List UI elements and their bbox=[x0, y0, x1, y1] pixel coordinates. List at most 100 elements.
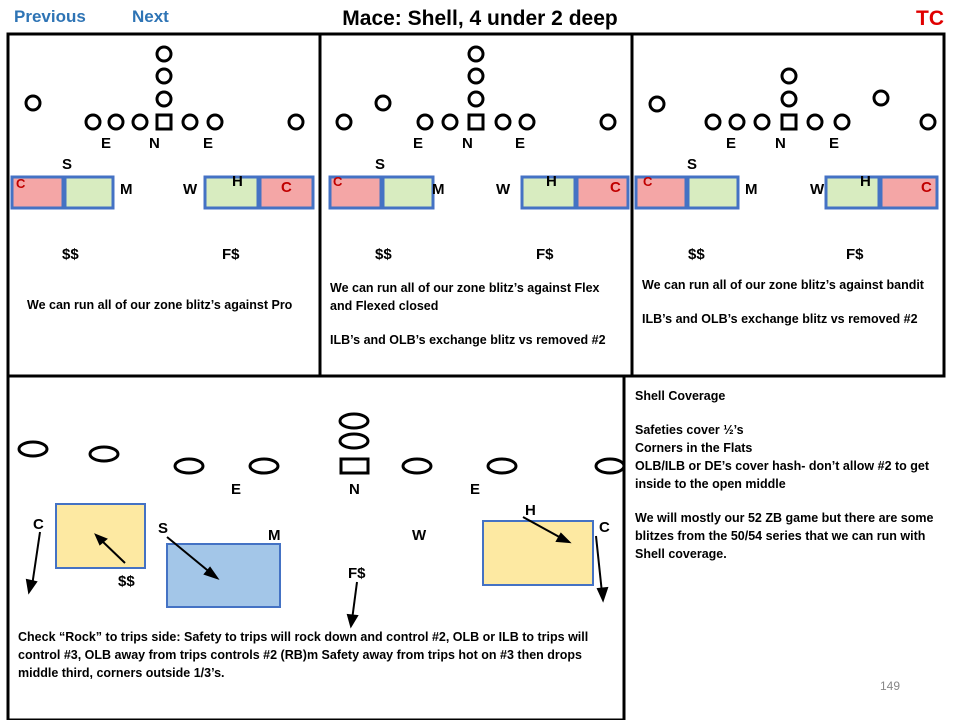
label-s: S bbox=[687, 156, 698, 173]
player-center bbox=[339, 457, 370, 475]
player-receiver bbox=[919, 113, 937, 131]
previous-link[interactable]: Previous bbox=[14, 7, 86, 26]
zone-hook-left bbox=[166, 543, 281, 608]
player-center bbox=[467, 113, 485, 131]
player-tackle bbox=[84, 113, 102, 131]
arrow-corner-right bbox=[595, 535, 603, 594]
player-center bbox=[780, 113, 798, 131]
shell-line: OLB/ILB or DE’s cover hash- don’t allow … bbox=[635, 459, 930, 491]
shell-heading: Shell Coverage bbox=[635, 389, 726, 403]
label-s: S bbox=[62, 156, 73, 173]
label-h: H bbox=[546, 173, 557, 190]
label-m: M bbox=[432, 181, 445, 198]
player-qb bbox=[338, 412, 370, 430]
offense-panel-2 bbox=[335, 45, 617, 131]
label-nose: N bbox=[775, 135, 786, 152]
player-qb bbox=[467, 45, 485, 63]
label-free-safety: F$ bbox=[846, 246, 864, 263]
corner-tag: TC bbox=[916, 7, 944, 30]
player-tackle bbox=[173, 457, 205, 475]
arrow-head bbox=[25, 578, 38, 595]
label-c-left: C bbox=[16, 176, 26, 191]
note-line: Check “Rock” to trips side: Safety to tr… bbox=[18, 630, 589, 680]
offense-bottom bbox=[17, 412, 626, 475]
arrow-head bbox=[596, 586, 609, 603]
label-end-right: E bbox=[470, 481, 481, 498]
offense-panel-3 bbox=[648, 67, 937, 131]
zones-panel-2 bbox=[328, 175, 630, 210]
player-guard bbox=[494, 113, 512, 131]
label-nose: N bbox=[149, 135, 160, 152]
arrow-head bbox=[555, 532, 572, 544]
panel-2-notes: We can run all of our zone blitz’s again… bbox=[330, 279, 615, 349]
zone-safety-left bbox=[63, 175, 115, 210]
label-c-right: C bbox=[599, 519, 610, 536]
arrow-corner-left bbox=[31, 531, 41, 587]
player-center bbox=[155, 113, 173, 131]
player-back bbox=[467, 90, 485, 108]
zones-panel-3 bbox=[634, 175, 939, 210]
zones-bottom bbox=[55, 503, 594, 608]
player-back bbox=[780, 90, 798, 108]
label-c-left: C bbox=[333, 174, 343, 189]
player-tackle bbox=[833, 113, 851, 131]
player-guard bbox=[107, 113, 125, 131]
player-back bbox=[338, 432, 370, 450]
label-free-safety: F$ bbox=[536, 246, 554, 263]
zone-corner-right bbox=[575, 175, 630, 210]
arrow-safety-left bbox=[100, 539, 126, 564]
player-receiver bbox=[648, 95, 666, 113]
label-free-safety: F$ bbox=[348, 565, 366, 582]
player-guard bbox=[753, 113, 771, 131]
player-qb bbox=[155, 45, 173, 63]
shell-line: We will mostly our 52 ZB game but there … bbox=[635, 511, 934, 561]
shell-line: Corners in the Flats bbox=[635, 441, 753, 455]
arrow-head bbox=[203, 566, 220, 580]
label-c-left: C bbox=[33, 516, 44, 533]
zone-corner-right bbox=[879, 175, 939, 210]
note-line: ILB’s and OLB’s exchange blitz vs remove… bbox=[330, 333, 606, 347]
label-free-safety: F$ bbox=[222, 246, 240, 263]
panel-3-notes: We can run all of our zone blitz’s again… bbox=[642, 276, 932, 328]
offense-panel-1 bbox=[24, 45, 305, 131]
arrow-free-safety bbox=[351, 581, 358, 621]
next-link[interactable]: Next bbox=[132, 7, 169, 26]
label-end-left: E bbox=[101, 135, 112, 152]
shell-coverage-text: Shell Coverage Safeties cover ½’s Corner… bbox=[635, 387, 935, 563]
player-receiver bbox=[599, 113, 617, 131]
shell-line: Safeties cover ½’s bbox=[635, 423, 744, 437]
player-receiver bbox=[594, 457, 626, 475]
note-line: We can run all of our zone blitz’s again… bbox=[27, 298, 293, 312]
arrow-head bbox=[346, 613, 359, 629]
player-qb bbox=[780, 67, 798, 85]
label-w: W bbox=[496, 181, 511, 198]
label-m: M bbox=[268, 527, 281, 544]
label-h: H bbox=[860, 173, 871, 190]
note-line: ILB’s and OLB’s exchange blitz vs remove… bbox=[642, 312, 918, 326]
label-h: H bbox=[525, 502, 536, 519]
label-end-left: E bbox=[726, 135, 737, 152]
label-end-right: E bbox=[829, 135, 840, 152]
label-c-right: C bbox=[921, 179, 932, 196]
label-s: S bbox=[158, 520, 169, 537]
arrow-head bbox=[94, 533, 108, 546]
label-m: M bbox=[120, 181, 133, 198]
player-back bbox=[467, 67, 485, 85]
label-w: W bbox=[810, 181, 825, 198]
player-receiver bbox=[287, 113, 305, 131]
player-guard bbox=[248, 457, 280, 475]
zone-flat-right bbox=[482, 520, 594, 586]
label-strong-safety: $$ bbox=[375, 246, 392, 263]
arrow-hook bbox=[522, 516, 564, 540]
player-receiver bbox=[374, 94, 392, 112]
label-c-right: C bbox=[610, 179, 621, 196]
player-guard bbox=[806, 113, 824, 131]
zone-safety-left bbox=[381, 175, 435, 210]
player-receiver bbox=[335, 113, 353, 131]
zone-corner-left bbox=[10, 175, 65, 210]
player-guard bbox=[131, 113, 149, 131]
player-back bbox=[155, 90, 173, 108]
player-tackle bbox=[486, 457, 518, 475]
label-c-left: C bbox=[643, 174, 653, 189]
